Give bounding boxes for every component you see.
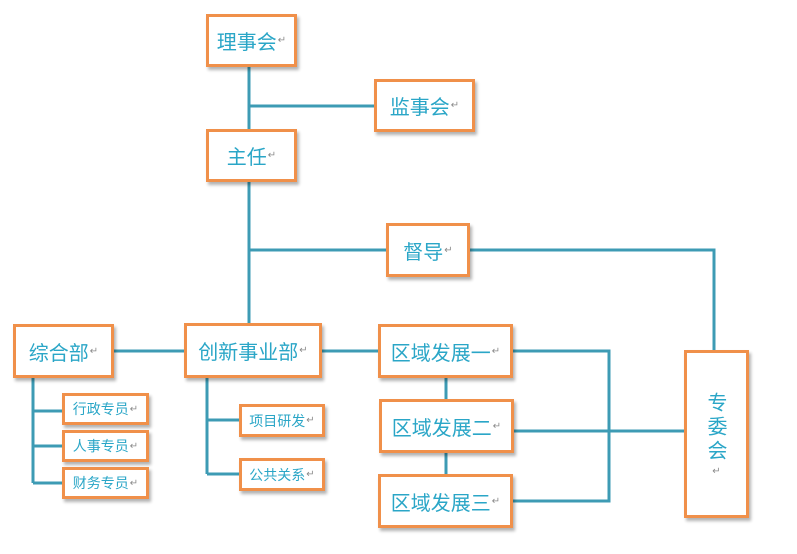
supervisory-board-label: 监事会 (389, 95, 450, 119)
admin-staff-box: 行政专员↵ (62, 393, 149, 425)
region-one-box: 区域发展一↵ (378, 324, 513, 378)
paragraph-mark: ↵ (277, 35, 287, 46)
innovation-dept-box: 创新事业部↵ (184, 323, 322, 378)
finance-staff-box: 财务专员↵ (62, 467, 149, 499)
finance-staff-label: 财务专员 (72, 476, 129, 492)
paragraph-mark: ↵ (491, 345, 501, 357)
public-relations-box: 公共关系↵ (239, 458, 325, 491)
supervisory-board-box: 监事会↵ (374, 79, 475, 132)
hr-staff-label: 人事专员 (72, 439, 129, 455)
paragraph-mark: ↵ (299, 345, 308, 356)
paragraph-mark: ↵ (267, 150, 277, 161)
paragraph-mark: ↵ (491, 495, 501, 507)
paragraph-mark: ↵ (129, 477, 139, 489)
admin-staff-label: 行政专员 (72, 402, 129, 418)
region-two-label: 区域发展二 (391, 415, 492, 440)
connector-region-one-right (511, 349, 611, 503)
paragraph-mark: ↵ (492, 420, 502, 432)
paragraph-mark: ↵ (712, 465, 721, 477)
paragraph-mark: ↵ (306, 469, 315, 480)
region-two-box: 区域发展二↵ (379, 399, 514, 453)
region-three-box: 区域发展三↵ (378, 474, 513, 528)
innovation-dept-label: 创新事业部 (198, 340, 299, 364)
project-dev-box: 项目研发↵ (239, 404, 325, 437)
board-label: 理事会 (216, 30, 277, 54)
director-label: 主任 (226, 145, 267, 169)
general-dept-box: 综合部↵ (13, 324, 114, 378)
paragraph-mark: ↵ (444, 244, 453, 256)
paragraph-mark: ↵ (129, 403, 139, 415)
region-one-label: 区域发展一 (390, 340, 491, 365)
hr-staff-box: 人事专员↵ (62, 430, 149, 462)
paragraph-mark: ↵ (306, 415, 315, 426)
supervisor-box: 督导↵ (386, 223, 470, 277)
region-three-label: 区域发展三 (390, 490, 491, 515)
project-dev-label: 项目研发 (249, 413, 306, 430)
supervisor-label: 督导 (403, 239, 444, 264)
committee-label: 专委会 (704, 391, 728, 464)
committee-box: 专委会↵ (684, 350, 749, 518)
paragraph-mark: ↵ (129, 440, 139, 452)
paragraph-mark: ↵ (450, 100, 460, 111)
board-box: 理事会↵ (206, 14, 297, 67)
general-dept-label: 综合部 (28, 340, 89, 365)
public-relations-label: 公共关系 (249, 467, 306, 484)
director-box: 主任↵ (206, 129, 297, 182)
paragraph-mark: ↵ (89, 345, 99, 357)
